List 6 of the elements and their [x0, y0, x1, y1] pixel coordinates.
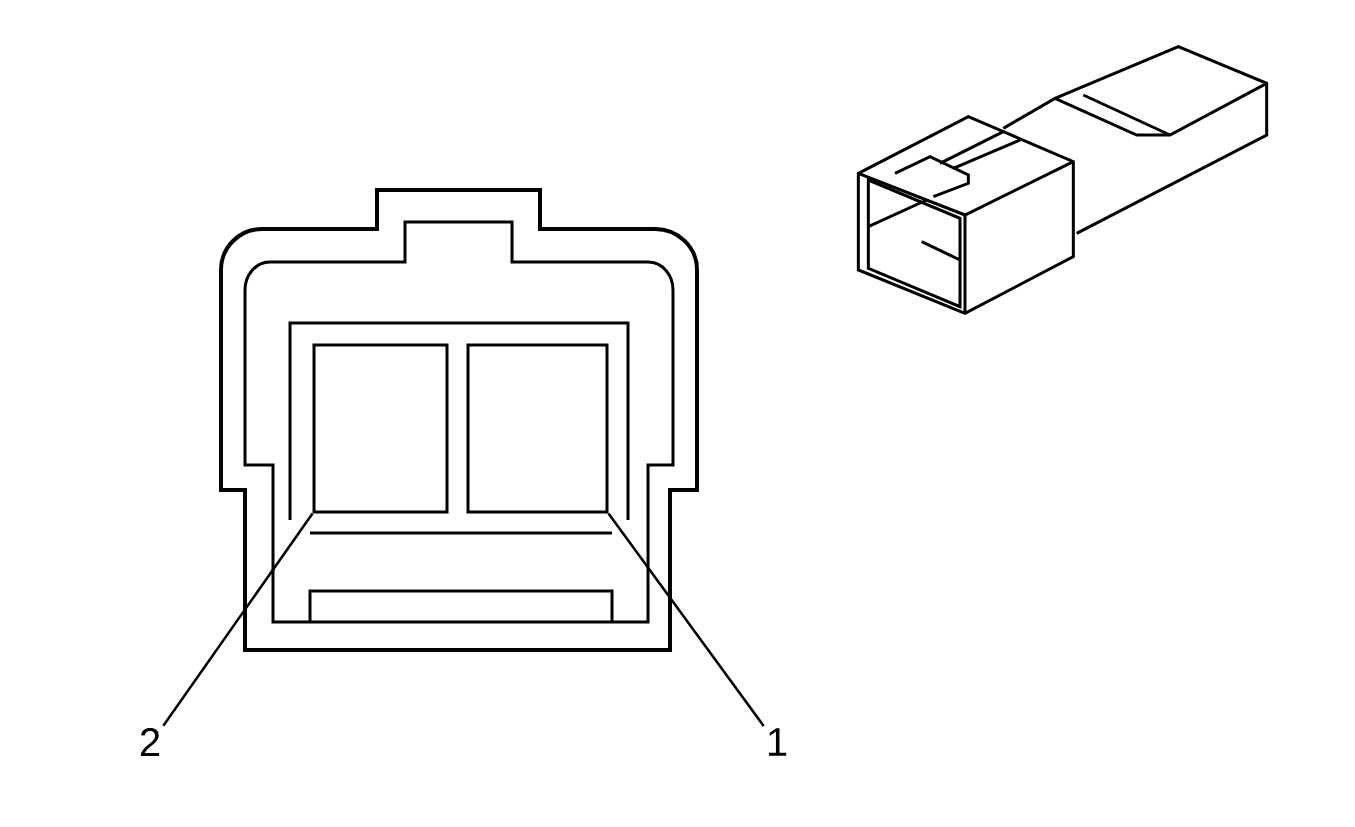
terminal-cavity — [466, 343, 609, 514]
callout-number: 2 — [140, 728, 160, 756]
leader-line — [162, 512, 314, 727]
callout-number: 1 — [768, 728, 787, 756]
terminal-cavity — [312, 343, 449, 514]
leader-line — [607, 512, 765, 727]
